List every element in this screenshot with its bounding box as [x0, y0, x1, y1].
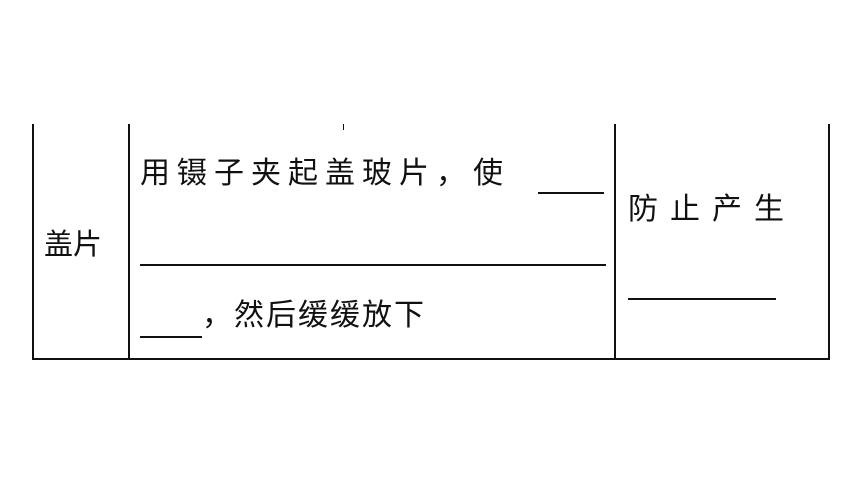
- answer-blank-2[interactable]: [628, 298, 776, 300]
- table-bottom-border: [32, 358, 830, 360]
- table-right-border: [828, 124, 830, 360]
- table-col-divider-2: [614, 124, 616, 360]
- row-label-cell: 盖片: [44, 227, 103, 261]
- answer-blank-1b[interactable]: [140, 264, 606, 266]
- procedure-line-1: 用镊子夹起盖玻片，使: [140, 156, 510, 191]
- table-col-divider-1: [128, 124, 130, 360]
- purpose-line-1: 防止产生: [628, 192, 796, 227]
- procedure-table: 盖片 用镊子夹起盖玻片，使 ，然后缓缓放下 防止产生: [32, 124, 830, 360]
- table-left-border: [32, 124, 34, 360]
- procedure-line-3: ，然后缓缓放下: [202, 298, 426, 333]
- answer-blank-1a[interactable]: [538, 192, 604, 194]
- top-tick-mark: [343, 124, 344, 130]
- answer-blank-1c[interactable]: [140, 336, 202, 338]
